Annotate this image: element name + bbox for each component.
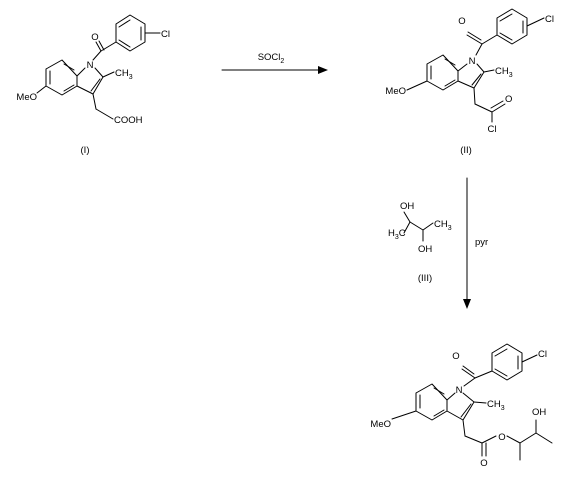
ester-carbonyl-oxygen-label: O [480, 458, 487, 469]
nitrogen-label: N [469, 56, 476, 67]
compound-II-caption: (II) [460, 145, 472, 156]
chlorine-label: Cl [161, 29, 170, 40]
carboxylic-acid-label: COOH [114, 115, 143, 126]
nitrogen-label: N [456, 385, 463, 396]
compound-III: H3C OH OH CH3 [388, 201, 452, 255]
hydroxyl-label: OH [532, 407, 546, 418]
methyl-label: CH3 [487, 399, 505, 412]
methyl-label: CH3 [115, 68, 133, 81]
methoxy-label: MeO [16, 92, 37, 103]
reagent-pyridine: pyr [475, 237, 488, 248]
compound-III-caption: (III) [418, 273, 432, 284]
methyl-label: CH3 [495, 66, 513, 79]
methoxy-label: MeO [385, 86, 406, 97]
methyl-left-label: H3C [388, 228, 406, 241]
chlorine-label: Cl [545, 14, 554, 25]
acyl-oxygen-label: O [505, 94, 512, 105]
arrow-step-1 [221, 66, 328, 74]
hydroxyl-bottom-label: OH [418, 244, 432, 255]
hydroxyl-top-label: OH [400, 201, 414, 212]
compound-I-caption: (I) [81, 145, 90, 156]
methoxy-label: MeO [370, 419, 391, 430]
ester-oxygen-label: O [498, 432, 505, 443]
carbonyl-oxygen-label: O [458, 16, 465, 27]
methyl-right-label: CH3 [434, 219, 452, 232]
compound-I: Cl O N CH3 MeO COOH [16, 14, 170, 126]
carbonyl-oxygen-label: O [452, 351, 459, 362]
carbonyl-oxygen-label: O [91, 32, 98, 43]
reagent-thionyl-chloride: SOCl2 [258, 52, 285, 65]
compound-II: Cl O N CH3 MeO O Cl [385, 8, 554, 135]
arrow-step-2 [463, 177, 471, 309]
acyl-chlorine-label: Cl [488, 124, 497, 135]
product: Cl O N CH3 MeO O O OH [370, 343, 553, 469]
nitrogen-label: N [87, 60, 94, 71]
chlorine-label: Cl [538, 349, 547, 360]
